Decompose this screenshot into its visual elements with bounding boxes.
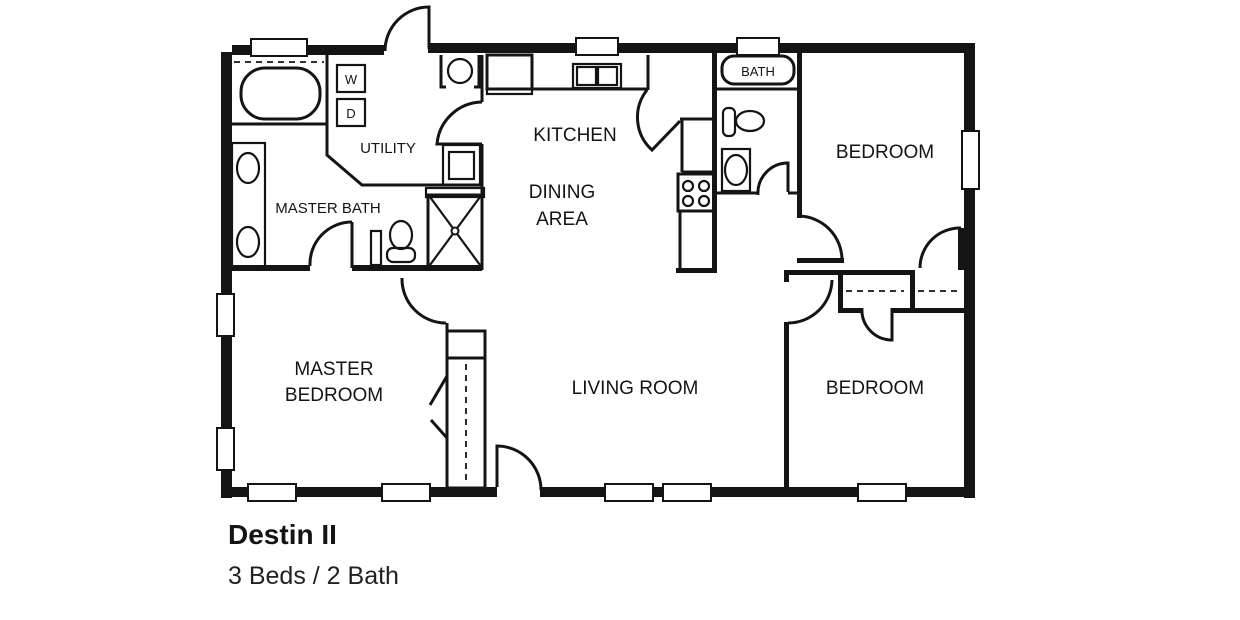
room-label-dining-line2: AREA bbox=[536, 209, 588, 230]
door-swings bbox=[308, 5, 962, 491]
plan-summary: 3 Beds / 2 Bath bbox=[228, 562, 399, 590]
plan-title: Destin II bbox=[228, 519, 337, 550]
room-labels: UTILITY MASTER BATH KITCHEN DINING AREA … bbox=[275, 125, 934, 406]
dryer-icon: D bbox=[335, 97, 367, 128]
room-label-kitchen: KITCHEN bbox=[533, 125, 616, 146]
room-label-master-bedroom-line1: MASTER bbox=[294, 359, 373, 380]
hall-sink-icon bbox=[723, 153, 749, 187]
sink-icon bbox=[235, 151, 261, 185]
dryer-label: D bbox=[346, 106, 355, 121]
room-label-dining-line1: DINING bbox=[529, 182, 596, 203]
room-label-master-bath: MASTER BATH bbox=[275, 200, 381, 217]
hall-bath-tub-label: BATH bbox=[741, 64, 775, 79]
room-label-bedroom-se: BEDROOM bbox=[826, 378, 924, 399]
hall-bath bbox=[717, 53, 802, 195]
windows bbox=[216, 37, 980, 502]
washer-label: W bbox=[345, 72, 358, 87]
master-bath-utility-walls bbox=[230, 55, 486, 271]
master-closet bbox=[428, 323, 487, 490]
room-label-living-room: LIVING ROOM bbox=[572, 378, 699, 399]
room-label-master-bedroom-line2: BEDROOM bbox=[285, 385, 383, 406]
hall-bathtub-icon: BATH bbox=[720, 54, 796, 86]
washer-icon: W bbox=[335, 63, 367, 94]
sink-icon bbox=[235, 225, 261, 259]
room-label-bedroom-ne: BEDROOM bbox=[836, 142, 934, 163]
kitchen-cabinets bbox=[485, 53, 717, 273]
toilet-icon bbox=[369, 219, 417, 267]
room-label-utility: UTILITY bbox=[360, 140, 416, 157]
bedroom-walls bbox=[784, 190, 964, 490]
hall-toilet-icon bbox=[721, 106, 766, 138]
bathtub-icon bbox=[239, 66, 322, 121]
